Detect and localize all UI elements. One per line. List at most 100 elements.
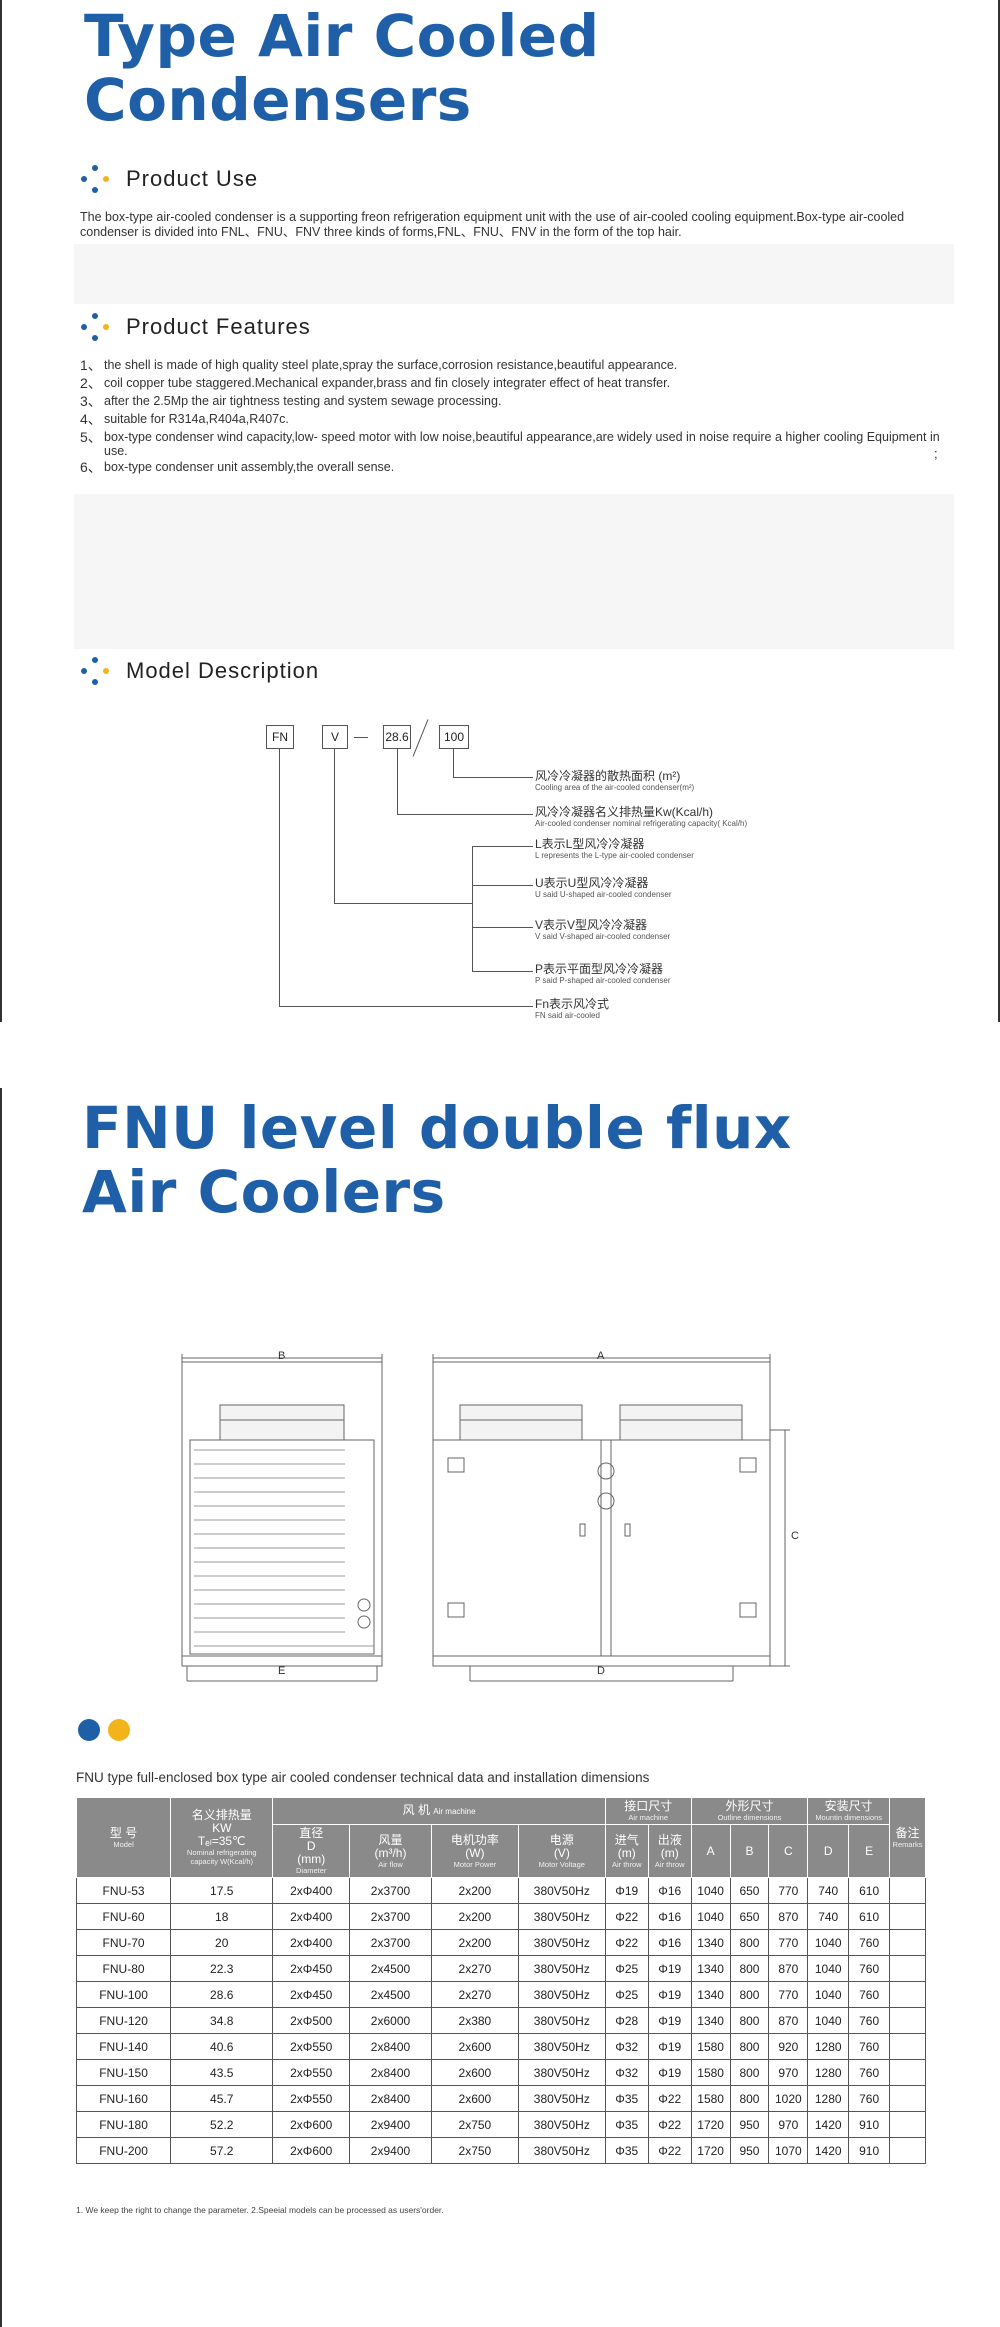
table-cell: 380V50Hz [517, 2137, 606, 2164]
table-cell: 2x200 [430, 1903, 519, 1930]
table-cell: 650 [729, 1903, 770, 1930]
table-cell: 380V50Hz [517, 1929, 606, 1956]
table-cell: 2xΦ450 [272, 1955, 351, 1982]
table-cell: 1040 [807, 1929, 850, 1956]
slash-line [412, 719, 429, 757]
table-cell: 740 [807, 1903, 850, 1930]
table-cell: Φ22 [647, 2137, 692, 2164]
table-cell: 380V50Hz [517, 2085, 606, 2112]
page-gap [0, 1022, 1000, 1088]
table-caption: FNU type full-enclosed box type air cool… [76, 1770, 650, 1785]
table-cell: 650 [729, 1877, 770, 1904]
table-cell: 380V50Hz [517, 2007, 606, 2034]
table-cell: 970 [768, 2059, 809, 2086]
table-cell: Φ19 [647, 2007, 692, 2034]
dash-line [354, 737, 368, 738]
table-cell: 28.6 [170, 1981, 274, 2008]
table-cell: 760 [848, 1981, 891, 2008]
table-cell: 20 [170, 1929, 274, 1956]
table-cell: 870 [768, 2007, 809, 2034]
table-cell: 380V50Hz [517, 2033, 606, 2060]
connector-line [472, 927, 533, 928]
feature-item: 5、box-type condenser wind capacity,low- … [80, 429, 940, 458]
table-cell: 380V50Hz [517, 1981, 606, 2008]
table-cell: FNU-150 [75, 2059, 172, 2086]
table-cell: 34.8 [170, 2007, 274, 2034]
dimension-a-label: A [597, 1350, 605, 1362]
remarks-cell [889, 1955, 926, 1982]
decor-dots [78, 1719, 130, 1741]
section-title: Model Description [126, 658, 320, 683]
table-cell: 2x600 [430, 2059, 519, 2086]
table-cell: 2xΦ550 [272, 2033, 351, 2060]
bullet-dots-icon [80, 312, 110, 342]
table-cell: 1340 [690, 1981, 731, 2008]
remarks-cell [889, 1903, 926, 1930]
model-box-area: 100 [439, 725, 469, 749]
table-cell: FNU-80 [75, 1955, 172, 1982]
table-cell: Φ28 [604, 2007, 649, 2034]
connector-line [397, 749, 398, 814]
table-cell: 870 [768, 1955, 809, 1982]
connector-line [279, 1006, 533, 1007]
table-cell: 2x9400 [349, 2111, 432, 2138]
table-cell: 1420 [807, 2137, 850, 2164]
table-cell: 22.3 [170, 1955, 274, 1982]
table-cell: 2x4500 [349, 1955, 432, 1982]
dimension-e-label: E [278, 1665, 286, 1677]
table-cell: 760 [848, 2059, 891, 2086]
remarks-cell [889, 2137, 926, 2164]
table-cell: Φ25 [604, 1981, 649, 2008]
table-cell: 380V50Hz [517, 2111, 606, 2138]
remarks-cell [889, 2111, 926, 2138]
table-cell: FNU-200 [75, 2137, 172, 2164]
table-cell: Φ19 [604, 1877, 649, 1904]
remarks-cell [889, 2085, 926, 2112]
page-condensers: Type Air Cooled Condensers Product Use T… [0, 0, 1000, 1022]
table-cell: 770 [768, 1877, 809, 1904]
table-cell: 380V50Hz [517, 1903, 606, 1930]
table-cell: 800 [729, 2033, 770, 2060]
section-title: Product Features [126, 314, 311, 339]
header-col-b: B [729, 1824, 770, 1878]
footnote: 1. We keep the right to change the param… [76, 2205, 444, 2215]
shade-band [74, 244, 954, 304]
table-cell: 2x8400 [349, 2085, 432, 2112]
table-cell: 2xΦ600 [272, 2137, 351, 2164]
table-cell: Φ16 [647, 1877, 692, 1904]
table-cell: 770 [768, 1929, 809, 1956]
table-cell: 52.2 [170, 2111, 274, 2138]
table-cell: 43.5 [170, 2059, 274, 2086]
table-cell: 1280 [807, 2085, 850, 2112]
table-cell: 610 [848, 1877, 891, 1904]
table-cell: 870 [768, 1903, 809, 1930]
feature-item: 4、suitable for R314a,R404a,R407c. [80, 411, 289, 427]
page-title-line2: Condensers [84, 66, 472, 134]
remarks-cell [889, 1929, 926, 1956]
model-description-heading: Model Description [80, 656, 319, 686]
unit-drawing [181, 1354, 790, 1682]
table-cell: Φ35 [604, 2137, 649, 2164]
table-cell: 380V50Hz [517, 1955, 606, 1982]
table-cell: FNU-160 [75, 2085, 172, 2112]
table-cell: 800 [729, 2085, 770, 2112]
table-cell: Φ19 [647, 2033, 692, 2060]
table-cell: 2xΦ400 [272, 1929, 351, 1956]
table-cell: 1580 [690, 2059, 731, 2086]
table-cell: 800 [729, 1981, 770, 2008]
feature-list: 1、the shell is made of high quality stee… [80, 356, 940, 476]
table-cell: 2x9400 [349, 2137, 432, 2164]
table-cell: 2x600 [430, 2033, 519, 2060]
table-cell: 2x270 [430, 1955, 519, 1982]
remarks-cell [889, 2059, 926, 2086]
table-cell: Φ22 [647, 2111, 692, 2138]
page-title-line2: Air Coolers [82, 1158, 446, 1226]
